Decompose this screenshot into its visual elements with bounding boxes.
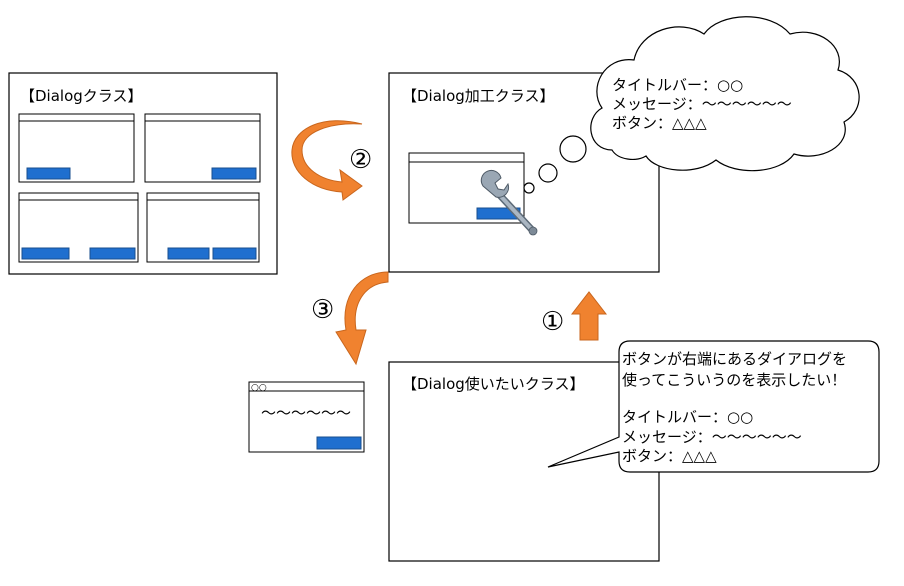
step2-curved-arrow: ② — [291, 120, 372, 201]
dialog-button — [167, 247, 210, 260]
callout-button-line: ボタン：△△△ — [622, 447, 717, 465]
step2-label: ② — [349, 145, 372, 175]
cloud-message-line: メッセージ：～～～～～～ — [612, 95, 792, 113]
result-dialog: ○○ ～～～～～～ — [248, 381, 365, 453]
result-dialog-message: ～～～～～～ — [261, 404, 351, 422]
thought-bubble-trail — [523, 135, 587, 194]
step3-label: ③ — [311, 295, 334, 325]
cloud-title-line: タイトルバー：○○ — [612, 76, 743, 94]
mini-dialog-two-buttons-spread — [18, 192, 139, 263]
dialog-user-class-box: 【Dialog使いたいクラス】 — [388, 361, 660, 562]
wrench-icon — [480, 169, 538, 236]
mini-dialog-right-button — [144, 113, 261, 183]
step1-label: ① — [541, 307, 564, 337]
callout-message-line: メッセージ：～～～～～～ — [622, 428, 802, 446]
result-dialog-titlebar: ○○ — [251, 383, 267, 393]
processing-class-title: 【Dialog加工クラス】 — [402, 87, 554, 105]
step3-curved-arrow: ③ — [311, 271, 389, 366]
thought-cloud: タイトルバー：○○ メッセージ：～～～～～～ ボタン：△△△ — [590, 16, 860, 172]
cloud-button-line: ボタン：△△△ — [612, 114, 707, 132]
mini-dialog-left-button — [18, 113, 135, 183]
step1-up-arrow: ① — [541, 291, 608, 341]
dialog-button — [26, 167, 71, 180]
result-dialog-button — [316, 436, 362, 450]
dialog-button — [21, 247, 70, 260]
dialog-button — [211, 167, 257, 180]
user-class-title: 【Dialog使いたいクラス】 — [402, 375, 584, 393]
callout-request-line1: ボタンが右端にあるダイアログを — [622, 350, 847, 368]
callout-title-line: タイトルバー：○○ — [622, 408, 753, 426]
dialog-class-title: 【Dialogクラス】 — [20, 87, 142, 105]
callout-request-line2: 使ってこういうのを表示したい！ — [622, 371, 846, 389]
speech-callout: ボタンが右端にあるダイアログを 使ってこういうのを表示したい！ タイトルバー：○… — [547, 340, 880, 473]
dialog-class-box: 【Dialogクラス】 — [8, 72, 278, 275]
dialog-button — [89, 247, 136, 260]
dialog-button — [212, 247, 257, 260]
mini-dialog-two-buttons-right — [146, 192, 260, 263]
dialog-processing-class-box: 【Dialog加工クラス】 — [388, 72, 660, 273]
